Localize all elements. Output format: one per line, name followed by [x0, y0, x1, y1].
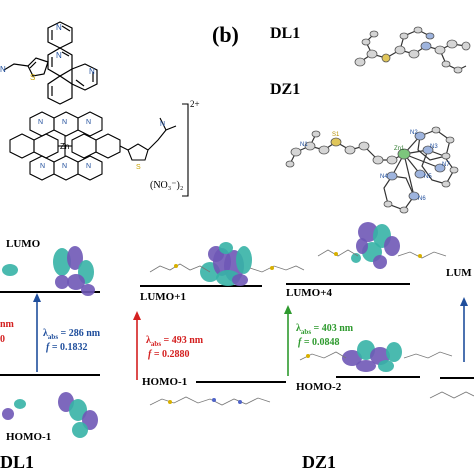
atom-label-zn1: Zn1 [394, 146, 405, 152]
atom-label-n6: N6 [418, 196, 426, 202]
orbital-label-homo1-dl1: HOMO-1 [6, 431, 51, 443]
oscillator-strength-dl1: = 0.1832 [49, 342, 87, 353]
partial-red-transition-f: 0 [0, 334, 5, 345]
s-atom-label: S [30, 73, 35, 82]
molecule-skeleton-homo2 [299, 351, 453, 361]
svg-text:f = 0.1832: f = 0.1832 [46, 342, 88, 353]
orbital-label-lumo-cropped: LUM [446, 267, 472, 279]
transition-label-green: λabs = 403 nm f = 0.0848 [296, 323, 354, 348]
orbital-label-lumo: LUMO [6, 238, 41, 250]
atom-label-n7: N7 [442, 162, 450, 168]
panel-b-label: (b) [212, 22, 239, 47]
bottom-label-dl1: DL1 [0, 452, 34, 472]
dz1-crystal-structure: S1 N1 N2 N3 N4 N5 N6 N7 Zn1 [285, 126, 459, 214]
n-atom-label: N [62, 119, 67, 126]
orbital-lobes-lumo1 [200, 242, 252, 286]
transition-arrow-green [284, 305, 292, 376]
f-symbol: f [148, 349, 153, 360]
energy-diagram: LUMO HOMO-1 nm 0 [0, 222, 474, 443]
lambda-subscript: abs [301, 328, 311, 336]
atom-label-n3: N3 [430, 144, 438, 150]
f-symbol: f [298, 337, 303, 348]
svg-text:λabs = 286 nm: λabs = 286 nm [43, 328, 101, 341]
molecule-skeleton-lumo4 [317, 249, 447, 259]
transition-wavelength-red: = 493 nm [161, 335, 204, 346]
orbital-label-lumo1: LUMO+1 [140, 291, 186, 303]
n-atom-label: N [89, 67, 95, 76]
partial-red-transition: nm [0, 319, 15, 330]
complex-charge: 2+ [190, 99, 200, 109]
transition-label-dl1: λabs = 286 nm f = 0.1832 [43, 328, 101, 353]
orbital-lobes-homo1-dl1 [2, 392, 98, 438]
transition-wavelength-dl1: = 286 nm [58, 328, 101, 339]
svg-text:f = 0.2880: f = 0.2880 [148, 349, 190, 360]
atom-label-n2: N2 [410, 130, 418, 136]
orbital-lobes-lumo4 [351, 222, 400, 269]
molecule-skeleton-lumo1 [149, 263, 305, 273]
zn-complex-structure [9, 103, 189, 197]
svg-text:λabs = 403 nm: λabs = 403 nm [296, 323, 354, 336]
crystal-dz1-label: DZ1 [270, 81, 300, 98]
lambda-symbol: λ [296, 323, 301, 334]
dl1-ligand-labels: N N N S N [0, 23, 95, 82]
transition-label-red: λabs = 493 nm f = 0.2880 [146, 335, 204, 360]
transition-arrow-blue-cropped [460, 297, 468, 362]
lambda-subscript: abs [48, 333, 58, 341]
transition-arrow-red [133, 311, 141, 380]
transition-arrow-dl1 [33, 293, 41, 372]
atom-label-s1: S1 [332, 132, 340, 138]
n-atom-label: N [56, 51, 62, 60]
orbital-label-homo2: HOMO-2 [296, 381, 342, 393]
dl1-ligand-structure [3, 21, 98, 105]
atom-label-n1: N1 [300, 142, 308, 148]
counterion-label: (NO₃⁻)₂ [150, 180, 183, 191]
lambda-subscript: abs [151, 340, 161, 348]
orbital-label-lumo4: LUMO+4 [286, 287, 332, 299]
svg-text:f = 0.0848: f = 0.0848 [298, 337, 340, 348]
orbital-lobes-lumo-dl1 [2, 246, 95, 296]
orbital-label-homo1-dz1: HOMO-1 [142, 376, 187, 388]
transition-wavelength-green: = 403 nm [311, 323, 354, 334]
molecule-skeleton-right [429, 391, 474, 399]
s-atom-label: S [136, 164, 141, 171]
zn-atom-label: Zn [60, 142, 69, 151]
orbital-lobes-homo2 [342, 340, 402, 372]
atom-label-n5: N5 [424, 174, 432, 180]
crystal-dl1-label: DL1 [270, 25, 300, 42]
n-atom-label: N [160, 121, 165, 128]
n-atom-label: N [86, 119, 91, 126]
oscillator-strength-green: = 0.0848 [301, 337, 339, 348]
molecule-skeleton-homo1-dz1 [149, 396, 271, 406]
n-atom-label: N [56, 23, 62, 32]
oscillator-strength-red: = 0.2880 [151, 349, 189, 360]
n-atom-label: N [86, 163, 91, 170]
n-atom-label: N [0, 65, 6, 74]
zn-complex-labels: N N N N N N Zn S N [38, 119, 165, 171]
dl1-crystal-structure [354, 26, 471, 74]
n-atom-label: N [62, 163, 67, 170]
f-symbol: f [46, 342, 51, 353]
n-atom-label: N [40, 163, 45, 170]
atom-label-n4: N4 [380, 174, 388, 180]
svg-text:λabs = 493 nm: λabs = 493 nm [146, 335, 204, 348]
bottom-label-dz1: DZ1 [302, 452, 336, 472]
lambda-symbol: λ [146, 335, 151, 346]
lambda-symbol: λ [43, 328, 48, 339]
n-atom-label: N [38, 119, 43, 126]
